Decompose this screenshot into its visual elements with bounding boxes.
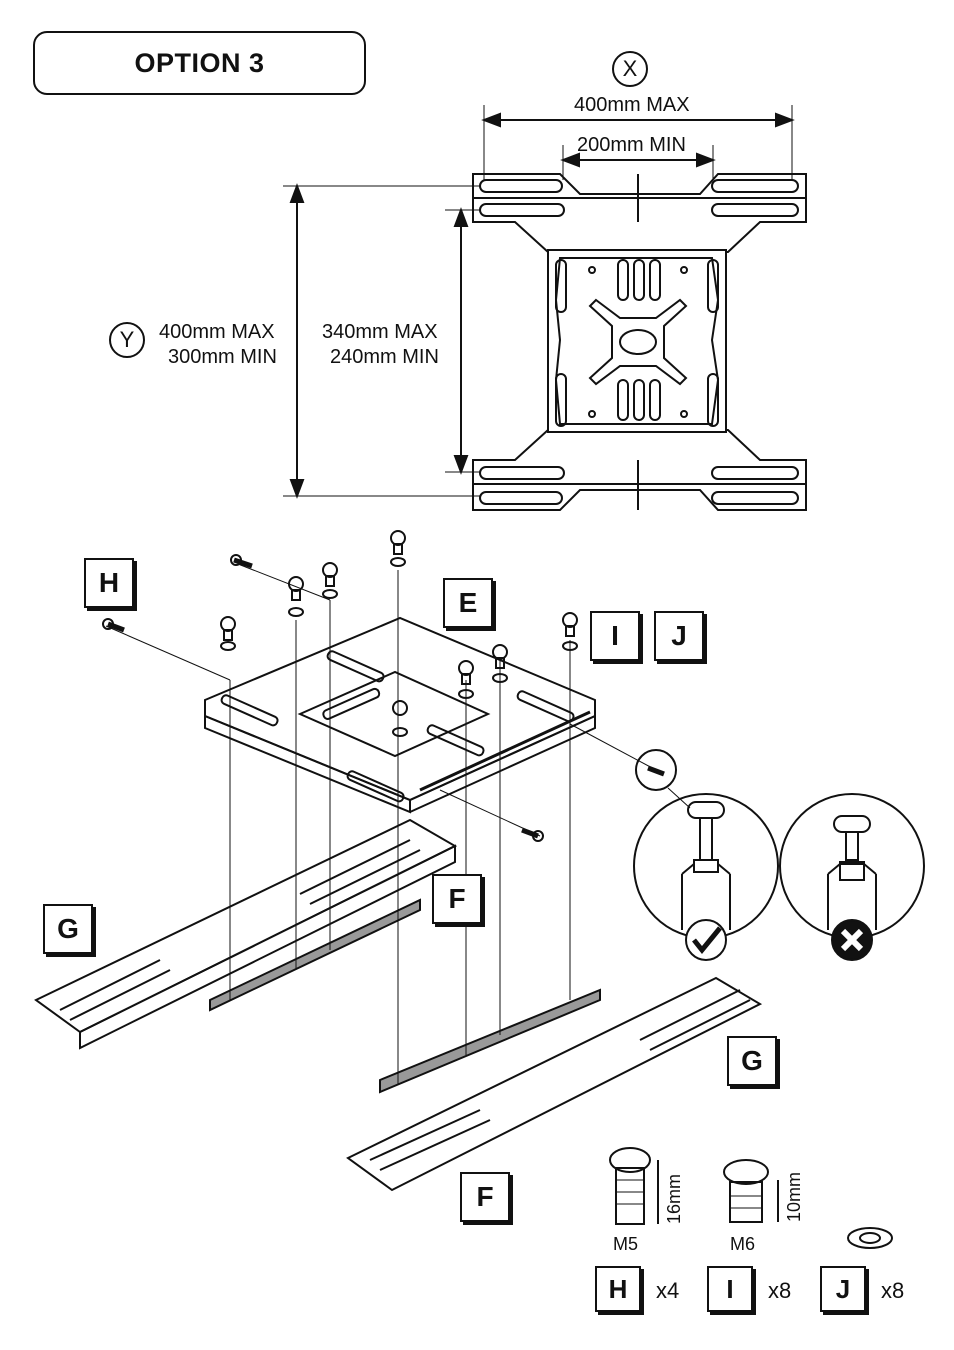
x-axis-symbol: X bbox=[612, 51, 648, 87]
hardware-tag-j: J bbox=[820, 1266, 866, 1312]
hardware-qty-j: x8 bbox=[881, 1278, 905, 1303]
rail-g-left-iso bbox=[34, 818, 458, 1050]
hardware-screw-m5 bbox=[609, 1147, 659, 1225]
x-min-label: 200mm MIN bbox=[577, 134, 686, 156]
m5-length-label: 16mm bbox=[664, 1173, 684, 1224]
y-inner-min-label: 240mm MIN bbox=[330, 346, 439, 368]
detail-correct bbox=[633, 793, 779, 961]
y-axis-symbol: Y bbox=[109, 322, 145, 358]
y-outer-max-label: 400mm MAX bbox=[159, 321, 275, 343]
hardware-tag-i: I bbox=[707, 1266, 753, 1312]
detail-screw-callout bbox=[635, 749, 691, 809]
guide-lines bbox=[105, 563, 657, 1085]
bottom-rail-plan bbox=[472, 429, 807, 511]
center-plate-plan bbox=[547, 249, 727, 433]
top-rail-plan bbox=[472, 173, 807, 253]
screws-exploded bbox=[102, 530, 578, 842]
part-tag-j: J bbox=[654, 611, 704, 661]
part-tag-i: I bbox=[590, 611, 640, 661]
hardware-tag-h: H bbox=[595, 1266, 641, 1312]
y-dimension-lines bbox=[283, 183, 480, 499]
part-tag-e: E bbox=[443, 578, 493, 628]
rail-g-right-iso bbox=[346, 976, 763, 1192]
option-title: OPTION 3 bbox=[33, 31, 366, 95]
part-tag-f-upper: F bbox=[432, 874, 482, 924]
m5-thread-label: M5 bbox=[613, 1234, 639, 1254]
hardware-washer bbox=[847, 1227, 893, 1249]
m6-thread-label: M6 bbox=[730, 1234, 756, 1254]
plate-e-iso bbox=[204, 616, 596, 814]
part-tag-g-left: G bbox=[43, 904, 93, 954]
part-tag-f-lower: F bbox=[460, 1172, 510, 1222]
part-tag-g-right: G bbox=[727, 1036, 777, 1086]
x-dimension-lines bbox=[481, 105, 795, 180]
hardware-qty-i: x8 bbox=[768, 1278, 792, 1303]
part-tag-h: H bbox=[84, 558, 134, 608]
y-inner-max-label: 340mm MAX bbox=[322, 321, 438, 343]
m6-length-label: 10mm bbox=[784, 1171, 804, 1222]
detail-incorrect bbox=[779, 793, 925, 961]
y-outer-min-label: 300mm MIN bbox=[168, 346, 277, 368]
x-max-label: 400mm MAX bbox=[574, 94, 690, 116]
hardware-screw-m6 bbox=[723, 1159, 779, 1223]
hardware-qty-h: x4 bbox=[656, 1278, 680, 1303]
